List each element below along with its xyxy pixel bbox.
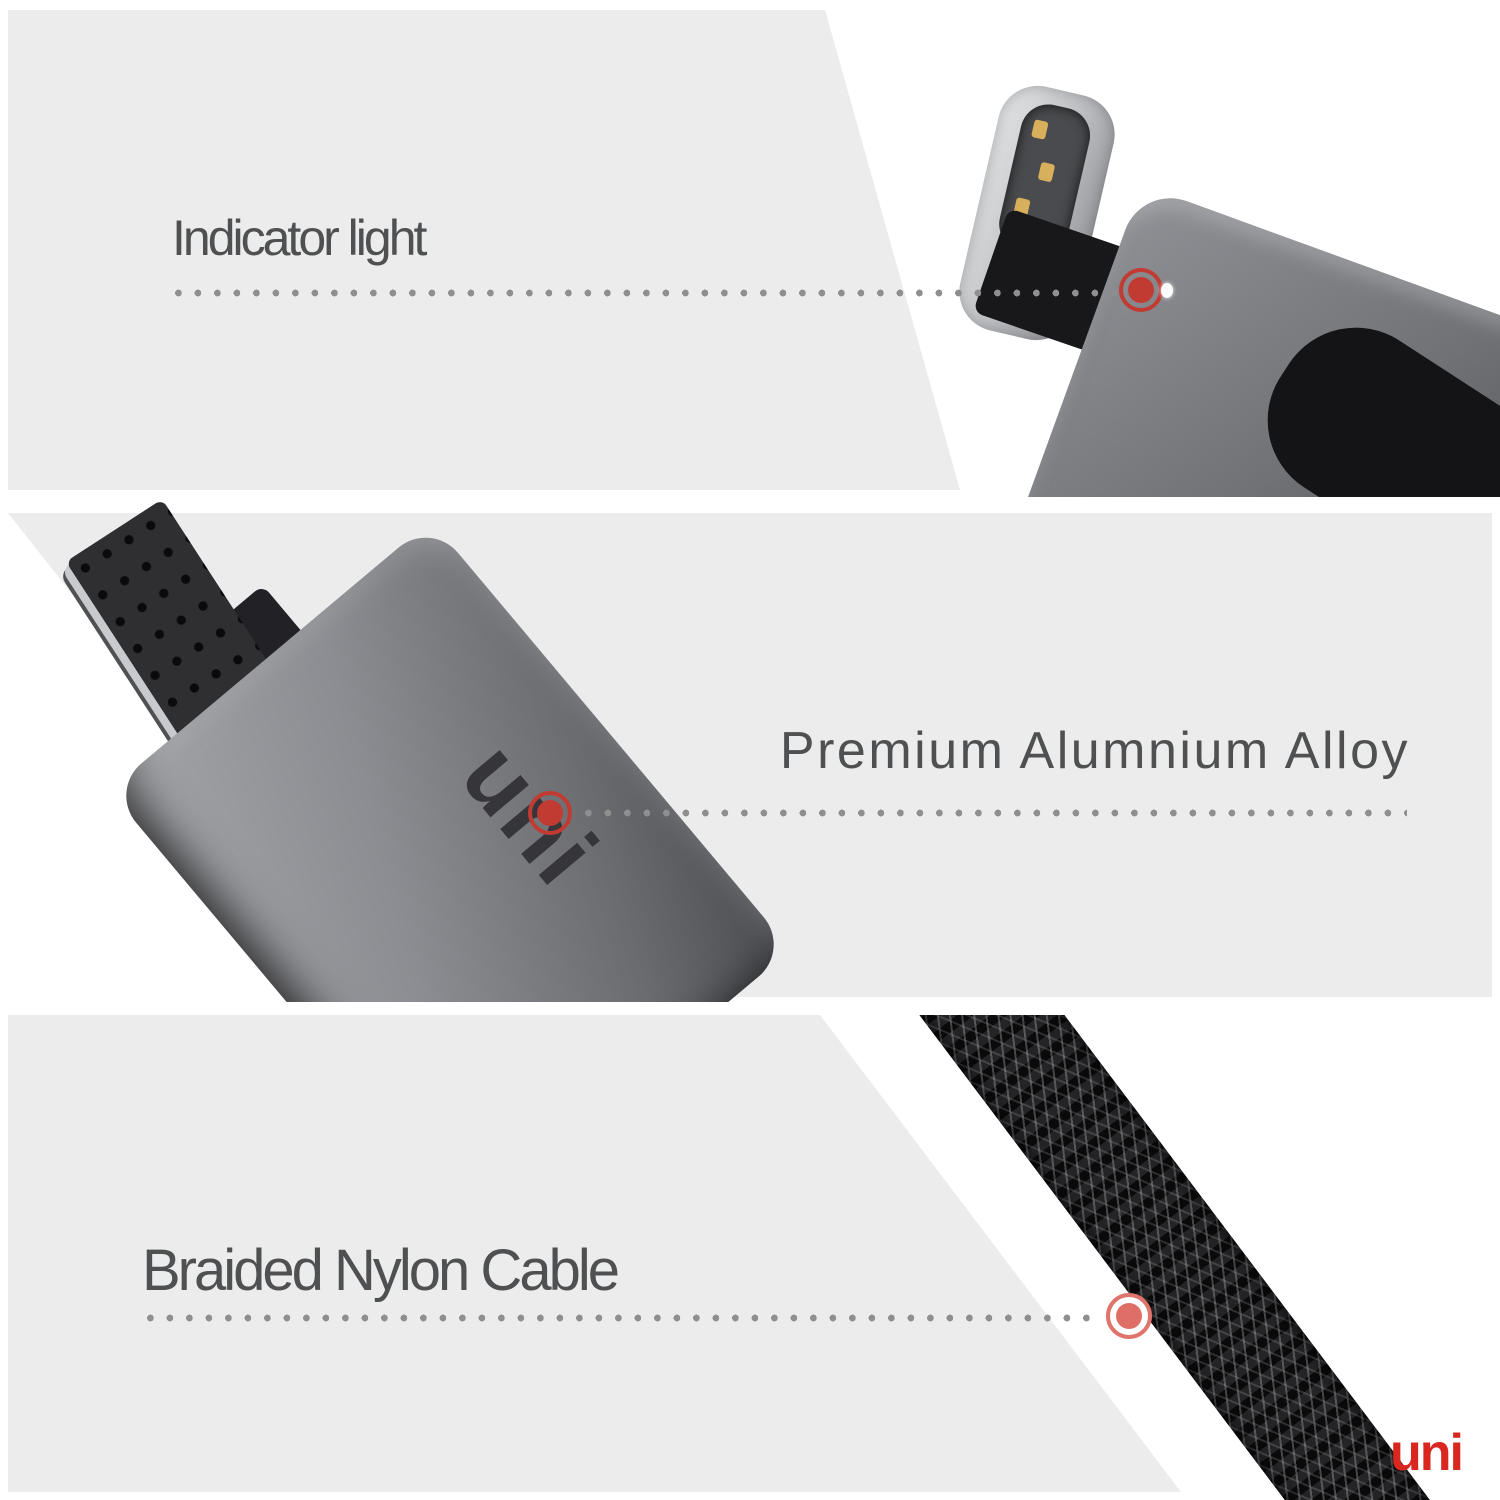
usb-c-gold-pin [1037,161,1056,183]
feature-label-aluminum-alloy: Premium Alumnium Alloy [779,722,1410,780]
indicator-led-dot [1161,283,1173,298]
feature-label-indicator-light: Indicator light [172,210,427,266]
dotted-leader-line [585,809,1407,817]
usb-c-gold-pin [1031,119,1049,140]
callout-dot-icon [1128,277,1154,303]
callout-dot-icon [537,800,563,826]
dotted-leader-line [175,289,1119,297]
feature-section-indicator-light: Indicator light [0,0,1500,497]
callout-target-icon [528,791,572,835]
feature-section-aluminum-alloy: uni Premium Alumnium Alloy [0,500,1500,1002]
callout-dot-icon [1116,1303,1142,1329]
feature-section-braided-cable: Braided Nylon Cable uni [0,1015,1500,1500]
brand-logo-watermark: uni [1390,1424,1464,1482]
feature-label-braided-cable: Braided Nylon Cable [142,1238,620,1303]
dotted-leader-line [147,1314,1102,1322]
gray-panel [8,10,960,490]
